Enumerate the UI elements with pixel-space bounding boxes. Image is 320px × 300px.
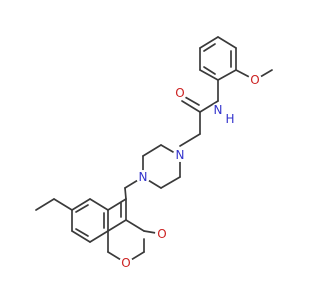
bond: [142, 144, 162, 157]
piperazine-bottom-nitrogen-atom: N: [136, 170, 150, 184]
amide-hydrogen-label: H: [225, 112, 234, 126]
molecule-structure: O N H O N N O O: [35, 36, 273, 270]
amide-oxygen-label: O: [175, 86, 184, 100]
ring-oxygen-label: O: [121, 256, 130, 270]
piperazine-bottom-nitrogen-label: N: [139, 170, 148, 184]
bond: [199, 36, 219, 49]
bond: [181, 100, 201, 113]
piperazine-top-nitrogen-atom: N: [173, 148, 187, 162]
bond: [217, 36, 237, 49]
bond: [75, 204, 89, 213]
atom-labels: O N H O N N O O: [119, 73, 262, 270]
lactone-oxygen-label: O: [157, 227, 166, 241]
bond: [89, 230, 109, 243]
bond: [199, 100, 219, 113]
bond: [71, 198, 91, 211]
bond: [160, 176, 181, 189]
methoxy-oxygen-atom: O: [248, 73, 262, 87]
amide-nh-atom: N H: [211, 103, 236, 126]
amide-oxygen-atom: O: [173, 86, 187, 100]
lactone-oxygen-atom: O: [155, 227, 169, 241]
bond: [107, 219, 127, 232]
bond: [217, 69, 237, 81]
bond: [199, 69, 219, 81]
methoxy-oxygen-label: O: [250, 73, 259, 87]
bond: [203, 43, 216, 52]
bond: [53, 198, 73, 211]
bond: [75, 228, 89, 237]
bond: [89, 198, 109, 211]
bond: [124, 187, 127, 200]
ring-oxygen-atom: O: [119, 256, 133, 270]
piperazine-top-nitrogen-label: N: [176, 148, 185, 162]
amide-nitrogen-label: N: [214, 103, 223, 117]
bond: [125, 219, 145, 232]
bond: [179, 133, 201, 147]
bond: [203, 66, 216, 75]
bond: [71, 230, 91, 243]
bond: [107, 198, 127, 211]
bond: [35, 198, 55, 211]
bond: [184, 96, 200, 106]
bond-layer: [35, 36, 273, 264]
